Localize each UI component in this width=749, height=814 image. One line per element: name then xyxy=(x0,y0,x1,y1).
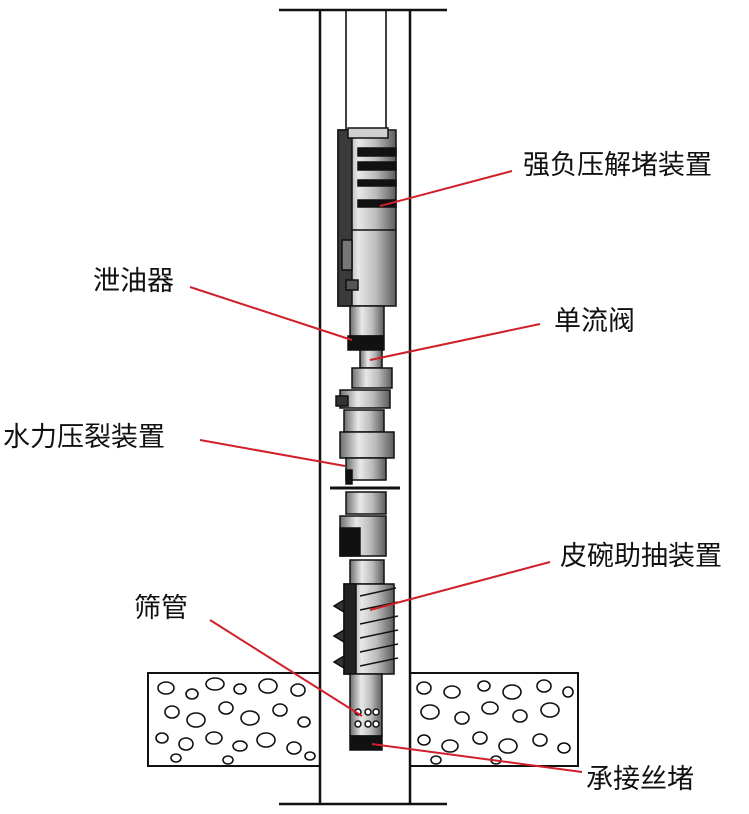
drain-valve-body xyxy=(347,305,385,369)
leader-lines xyxy=(189,170,583,773)
leader-screen-pipe xyxy=(209,619,363,717)
formation-layer xyxy=(147,672,579,767)
negative-pressure-device xyxy=(337,127,397,307)
label-hydraulic-fracturing: 水力压裂装置 xyxy=(3,422,165,453)
leader-bearing-plug xyxy=(371,743,583,773)
leader-negative-pressure xyxy=(379,170,513,207)
leader-cup-assist xyxy=(369,561,551,611)
check-valve-body xyxy=(335,367,393,409)
cup-assist-body xyxy=(332,515,399,675)
label-screen-pipe: 筛管 xyxy=(134,593,188,624)
leader-fracturing xyxy=(199,439,346,467)
leader-check-valve xyxy=(369,323,541,361)
tool-string xyxy=(330,127,400,751)
fracturing-device-body xyxy=(330,409,400,515)
label-drain-valve: 泄油器 xyxy=(93,266,174,297)
bearing-plug-body xyxy=(349,735,383,751)
formation-pebbles xyxy=(155,677,574,765)
leader-drain-valve xyxy=(189,286,353,341)
label-cup-pump-assist: 皮碗助抽装置 xyxy=(560,541,722,572)
well-casing xyxy=(279,8,447,806)
screen-pipe-body xyxy=(349,673,383,737)
label-strong-negative-pressure: 强负压解堵装置 xyxy=(523,150,712,181)
label-check-valve: 单流阀 xyxy=(554,306,635,337)
label-bearing-plug: 承接丝堵 xyxy=(586,764,694,795)
